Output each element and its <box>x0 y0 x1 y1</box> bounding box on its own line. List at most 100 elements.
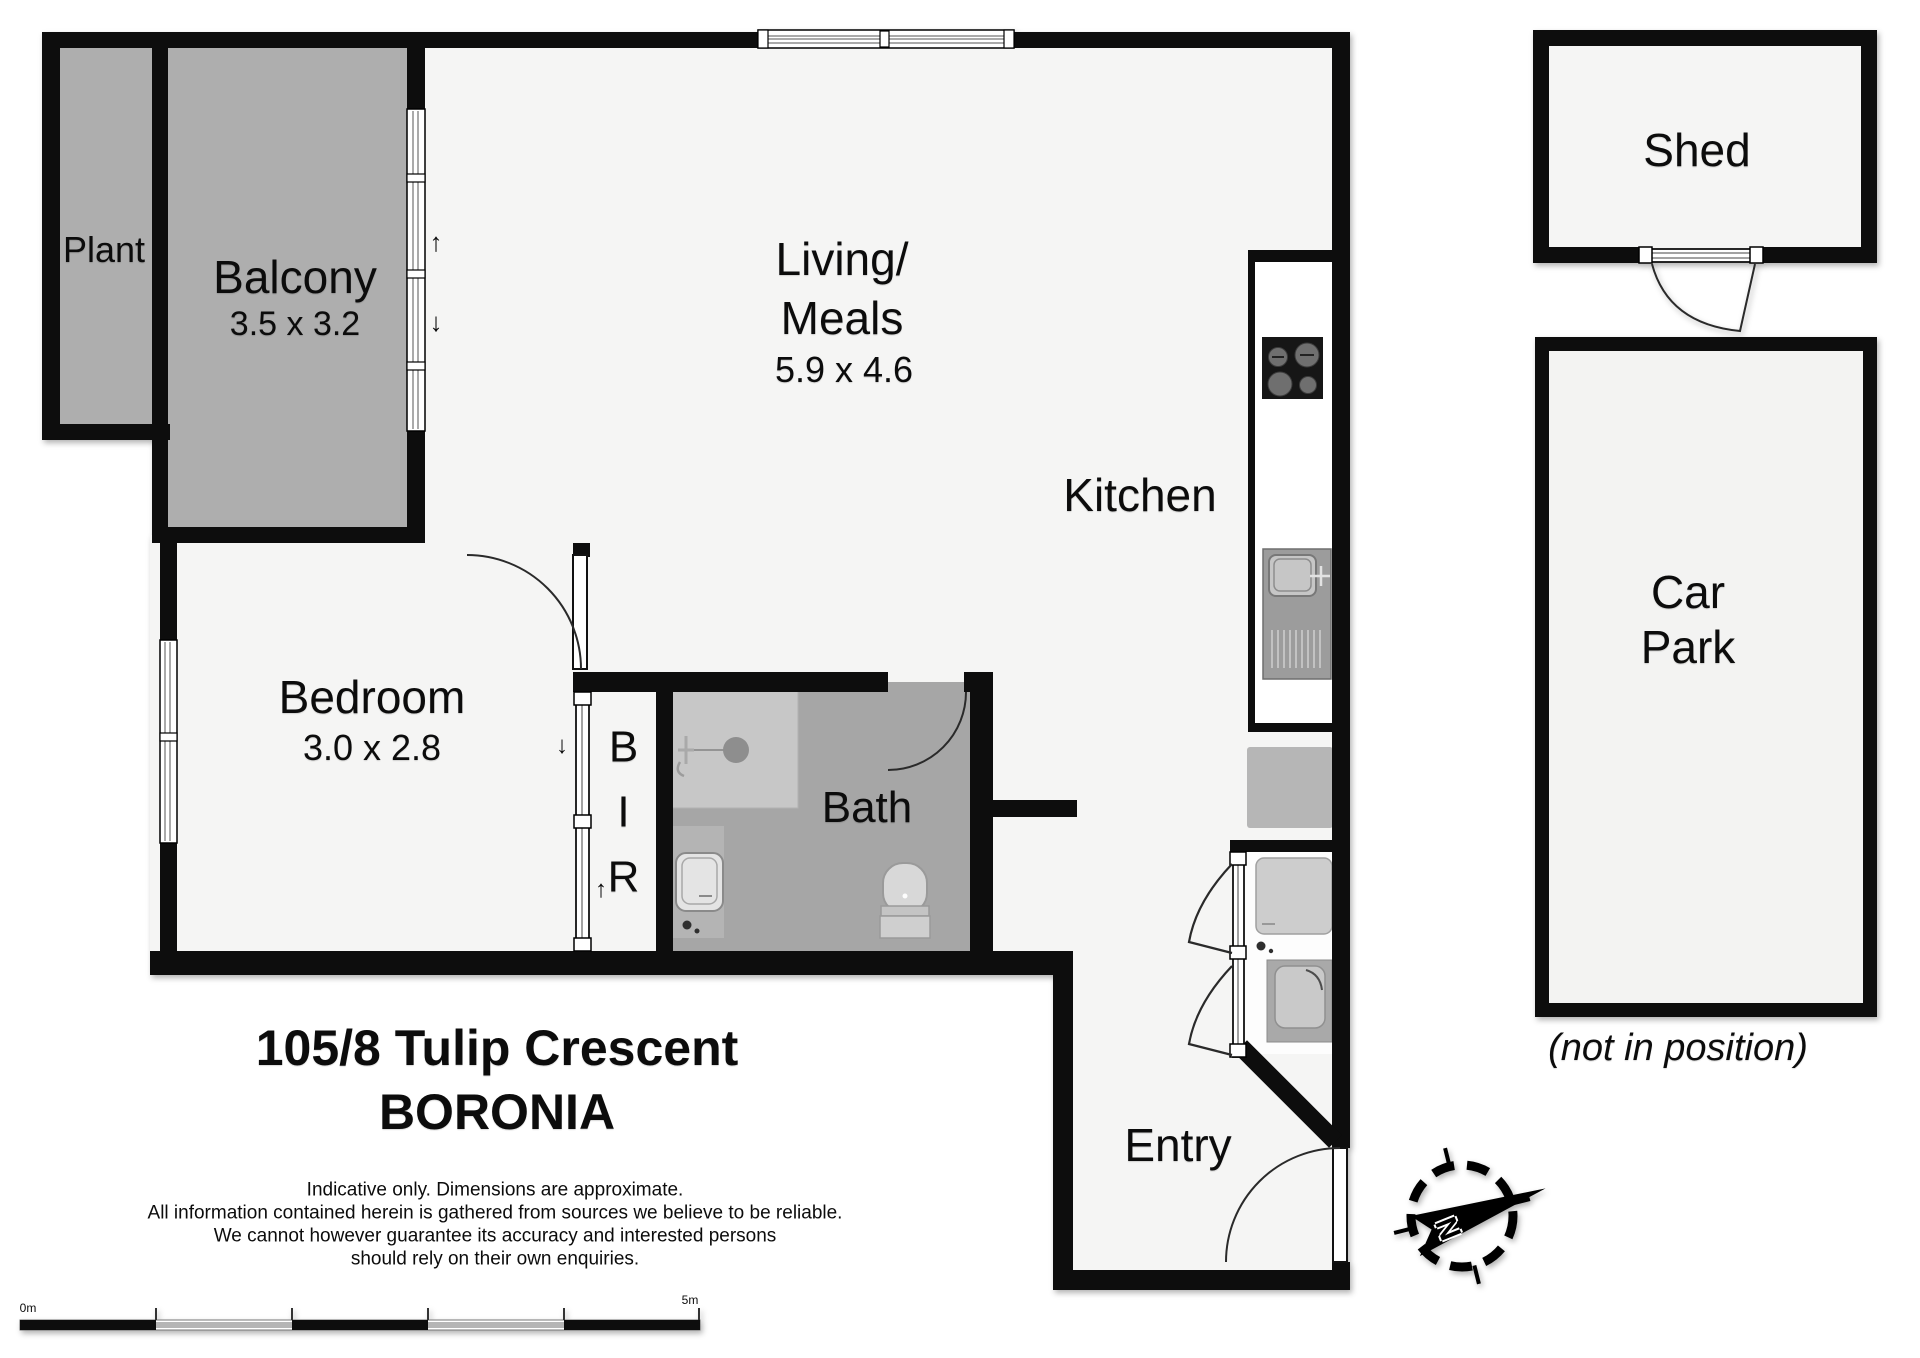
bir-sliding-door <box>573 691 592 952</box>
disclaimer-line-3: We cannot however guarantee its accuracy… <box>213 1225 777 1247</box>
floor-fills <box>52 38 1868 1280</box>
carpark-floor <box>1545 347 1867 1007</box>
wall-shed-bottom-b <box>1755 247 1877 263</box>
room-label-carpark-2: Park <box>1640 621 1736 673</box>
room-dims-balcony: 3.5 x 3.2 <box>229 305 361 343</box>
room-label-carpark-1: Car <box>1650 566 1726 618</box>
wall-shed-right <box>1861 30 1877 263</box>
room-label-shed: Shed <box>1643 124 1751 176</box>
wall-under-bench <box>1250 723 1332 732</box>
wall-balcony-right-a <box>407 32 425 109</box>
plan-title-address: 105/8 Tulip Crescent <box>255 1020 739 1076</box>
plant-floor <box>52 38 164 432</box>
entry-front-door <box>1225 1147 1348 1263</box>
wall-laundry-top <box>1230 840 1333 852</box>
wall-top-left <box>42 32 765 48</box>
room-label-balcony: Balcony <box>213 251 377 303</box>
compass-icon <box>1393 1147 1546 1285</box>
wall-plant-bottom <box>42 424 170 440</box>
scale-seg-4 <box>428 1322 564 1328</box>
shed-floor <box>1543 40 1868 253</box>
bedroom-door <box>466 554 588 670</box>
arrow-up-icon: ↑ <box>429 227 443 257</box>
toilet-cistern <box>879 915 931 939</box>
wall-bedroom-left-b <box>160 843 177 975</box>
fridge-icon <box>1247 747 1333 828</box>
disclaimer-line-4: should rely on their own enquiries. <box>350 1248 640 1270</box>
room-label-living-2: Meals <box>780 292 904 344</box>
room-label-bath: Bath <box>821 783 913 832</box>
scale-seg-2 <box>156 1322 292 1328</box>
trough-basin <box>1274 965 1326 1029</box>
shower-hose <box>676 761 685 778</box>
room-label-kitchen: Kitchen <box>1063 469 1217 521</box>
room-label-plant: Plant <box>62 229 146 270</box>
arrow-down-icon: ↓ <box>556 732 568 759</box>
room-label-entry: Entry <box>1124 1119 1232 1171</box>
wall-top-right <box>1008 32 1350 48</box>
wall-outer-right-b <box>1332 1262 1350 1290</box>
wall-shed-top <box>1533 30 1877 46</box>
bath-door <box>887 691 967 771</box>
laundry-drain2 <box>1268 948 1274 954</box>
toilet-button <box>902 893 908 899</box>
wall-balcony-right-b <box>407 431 425 543</box>
sink-drainer <box>1271 630 1321 668</box>
windows <box>159 29 1015 844</box>
wall-bottom-main <box>150 951 1067 975</box>
wall-bench-edge <box>1248 262 1255 732</box>
burner-4 <box>1299 376 1317 394</box>
shed-door <box>1638 246 1764 333</box>
window-balcony-slider <box>406 108 426 432</box>
balcony-floor <box>158 38 418 538</box>
scale-ticks <box>155 1308 700 1320</box>
wall-hall-stub <box>993 800 1077 817</box>
washer-icon <box>1255 857 1333 935</box>
wall-bedroom-left-a <box>160 543 177 640</box>
wall-balcony-bottom <box>152 527 425 543</box>
toilet-seat-hinge <box>880 905 930 917</box>
walls <box>42 30 1877 1290</box>
doors <box>466 246 1764 1263</box>
trough-tap <box>1305 969 1323 991</box>
wall-shed-left <box>1533 30 1549 263</box>
disclaimer-line-1: Indicative only. Dimensions are approxim… <box>306 1179 684 1201</box>
wall-carpark-left <box>1535 337 1549 1017</box>
disclaimer-line-2: All information contained herein is gath… <box>147 1202 843 1224</box>
scale-seg-5 <box>564 1320 700 1330</box>
arrow-up-icon: ↑ <box>595 876 607 903</box>
wall-bir-bath-top <box>573 672 888 692</box>
kitchen-fixtures <box>1247 262 1333 828</box>
window-living-top <box>757 29 1015 49</box>
wall-entry-bottom <box>1053 1270 1350 1290</box>
wall-bedroom-door-stub <box>573 543 590 557</box>
bath-fixtures <box>671 689 931 939</box>
floor-drain <box>682 920 692 930</box>
wall-carpark-top <box>1535 337 1877 351</box>
wall-carpark-right <box>1863 337 1877 1017</box>
floor-drain2 <box>694 928 700 934</box>
room-label-living-1: Living/ <box>775 233 909 285</box>
wall-bath-top-b <box>964 672 993 692</box>
wall-kitchen-top <box>1248 250 1350 262</box>
wall-bath-right <box>970 692 993 951</box>
room-label-bedroom: Bedroom <box>278 671 466 723</box>
laundry-fixtures <box>1255 857 1333 1043</box>
wall-outer-left <box>42 32 60 440</box>
scale-bar <box>19 1308 701 1331</box>
wall-outer-right <box>1332 32 1350 1148</box>
scale-label-start: 0m <box>19 1301 37 1315</box>
north-arrow-icon <box>1410 1188 1546 1257</box>
laundry-drain <box>1256 941 1266 951</box>
bedroom-floor <box>150 535 602 965</box>
carpark-note: (not in position) <box>1548 1027 1808 1069</box>
burner-3 <box>1267 371 1293 397</box>
wall-entry-diagonal <box>1234 1040 1342 1148</box>
scale-label-end: 5m <box>681 1293 699 1307</box>
shower-head-icon <box>723 737 749 763</box>
window-bedroom-left <box>159 639 178 844</box>
basin-inner <box>681 857 718 905</box>
room-dims-bedroom: 3.0 x 2.8 <box>302 727 442 768</box>
